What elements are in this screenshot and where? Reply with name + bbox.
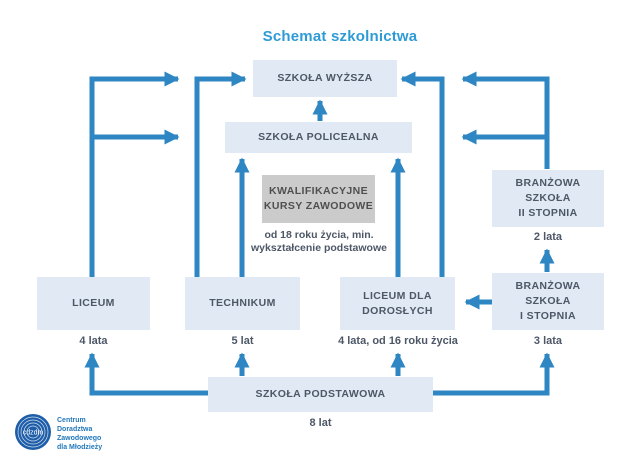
box-kkz-label-line1: KWALIFIKACYJNE [269,185,368,198]
box-kkz-label-line2: KURSY ZAWODOWE [263,200,374,212]
box-branzowa-1-line3: I STOPNIA [520,309,576,322]
page-title: Schemat szkolnictwa [262,28,418,45]
box-technikum: TECHNIKUM [185,277,300,330]
arrow-branzowa-2-to-top-row [461,71,550,169]
box-szkola-wyzsza: SZKOŁA WYŻSZA [253,60,397,97]
box-branzowa-1-line2: SZKOŁA [525,295,571,308]
duration-technikum: 5 lat [231,335,254,347]
logo-text-line3: Zawodowego [57,435,102,442]
duration-liceum-dla-doroslych: 4 lata, od 16 roku życia [338,335,458,347]
kkz-note-line2: wykształcenie podstawowe [251,242,387,254]
box-liceum-dla-doroslych-line2: DOROSŁYCH [362,304,433,317]
box-branzowa-1-line1: BRANŻOWA [515,280,581,293]
box-liceum: LICEUM [37,277,150,330]
box-technikum-label: TECHNIKUM [209,297,276,310]
box-szkola-policealna-label: SZKOŁA POLICEALNA [258,131,379,144]
logo-monogram: cdzdm [23,430,44,437]
box-szkola-podstawowa: SZKOŁA PODSTAWOWA [208,377,433,412]
box-szkola-policealna: SZKOŁA POLICEALNA [225,122,412,153]
duration-liceum: 4 lata [79,335,108,347]
box-branzowa-2-line1: BRANŻOWA [515,177,581,190]
box-szkola-podstawowa-label: SZKOŁA PODSTAWOWA [255,388,386,401]
box-branzowa-szkola-1-stopnia: BRANŻOWA SZKOŁA I STOPNIA [492,273,604,330]
arrow-liceum-dla-doroslych-to-szkola-wyzsza [400,71,445,277]
kkz-note: od 18 roku życia, min. wykształcenie pod… [238,229,400,255]
duration-branzowa-2: 2 lata [533,231,563,243]
box-szkola-wyzsza-label: SZKOŁA WYŻSZA [277,72,373,85]
box-branzowa-szkola-2-stopnia: BRANŻOWA SZKOŁA II STOPNIA [492,170,604,227]
arrow-liceum-up-to-top-row [89,71,180,277]
arrow-podstawowa-to-branzowa-1 [433,352,555,396]
box-liceum-dla-doroslych-line1: LICEUM DLA [363,289,432,302]
arrow-podstawowa-to-liceum [84,352,208,396]
logo-text-line4: dla Młodzieży [57,444,103,451]
arrow-technikum-to-szkola-wyzsza [194,71,247,277]
cdzdm-logo-icon: cdzdm [15,414,51,450]
box-branzowa-2-line2: SZKOŁA [525,192,571,205]
logo-text-line1: Centrum [57,417,86,424]
box-kwalifikacyjne-kursy-zawodowe: KWALIFIKACYJNE KURSY ZAWODOWE [262,175,375,223]
duration-branzowa-1: 3 lata [533,335,563,347]
logo-text-line2: Doradztwa [57,426,93,433]
kkz-note-line1: od 18 roku życia, min. [264,229,374,241]
box-branzowa-2-line3: II STOPNIA [518,206,578,219]
duration-podstawowa: 8 lat [309,417,332,429]
box-liceum-label: LICEUM [72,297,115,310]
box-liceum-dla-doroslych: LICEUM DLA DOROSŁYCH [340,277,455,330]
logo-text: Centrum Doradztwa Zawodowego dla Młodzie… [57,416,102,452]
